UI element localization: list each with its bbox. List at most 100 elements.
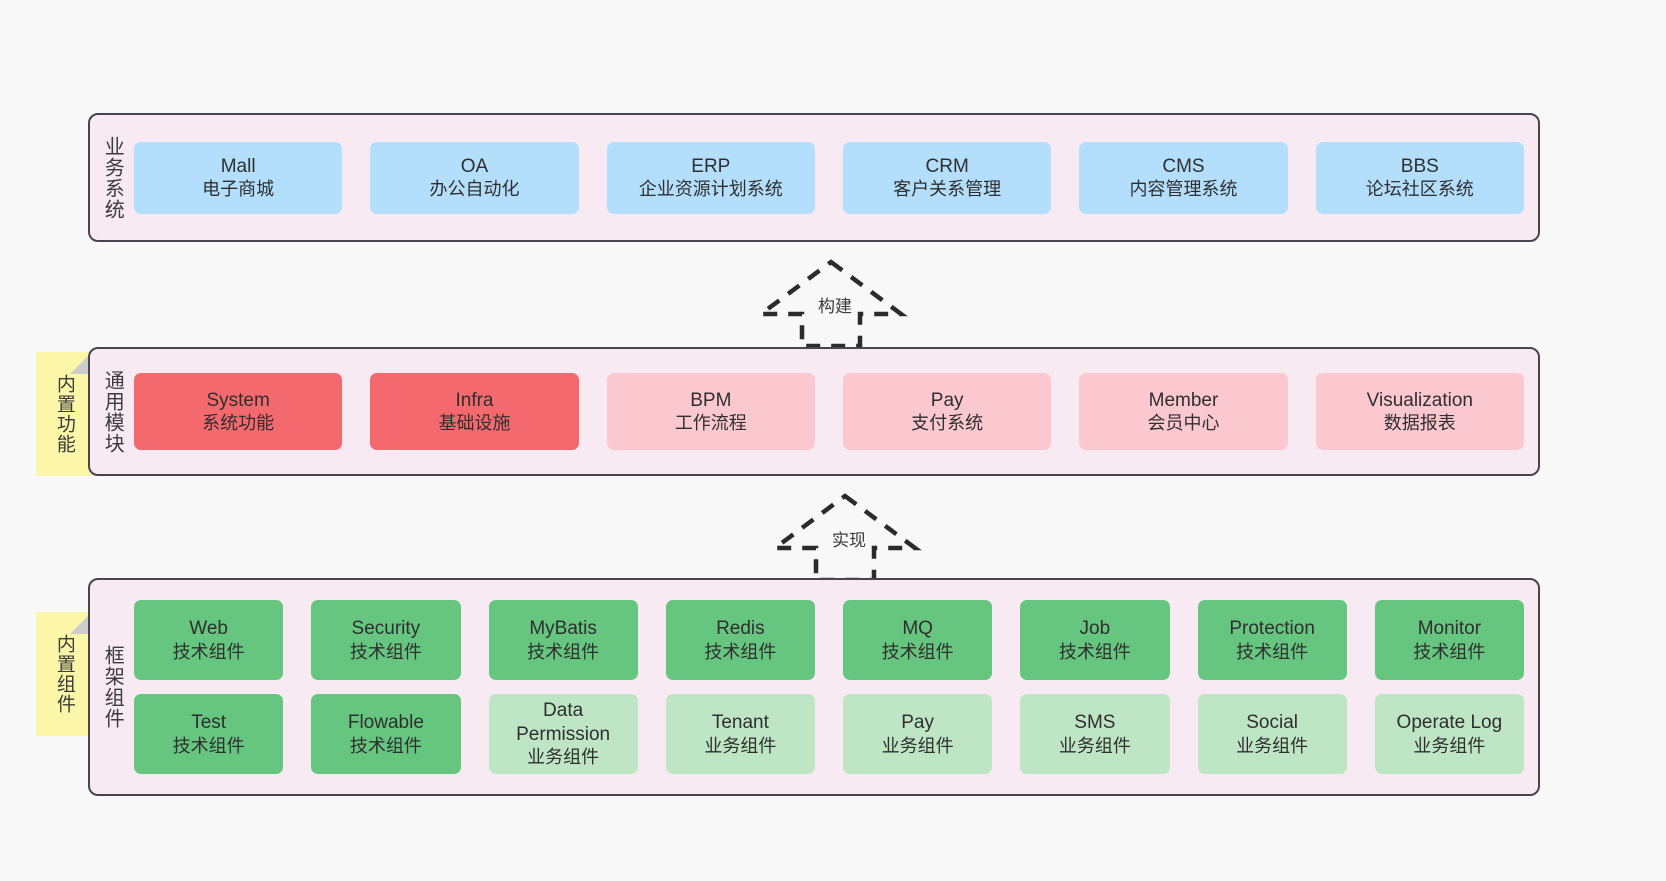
card-title: ERP	[691, 155, 731, 177]
card-subtitle: 办公自动化	[429, 179, 520, 200]
card-title: CRM	[925, 155, 969, 177]
card-security[interactable]: Security 技术组件	[311, 600, 461, 680]
card-data-permission[interactable]: Data Permission 业务组件	[488, 694, 638, 774]
card-title: BPM	[690, 389, 732, 411]
card-erp[interactable]: ERP 企业资源计划系统	[606, 141, 815, 214]
card-row: Mall 电子商城 OA 办公自动化 ERP 企业资源计划系统 CRM 客户关系…	[134, 141, 1524, 214]
card-subtitle: 系统功能	[202, 413, 275, 434]
note-label: 内置功能	[53, 374, 75, 454]
note-builtin-components: 内置组件	[36, 612, 92, 736]
card-title: Flowable	[347, 712, 424, 734]
connector-label-implement: 实现	[832, 531, 866, 550]
card-social[interactable]: Social 业务组件	[1197, 694, 1347, 774]
card-subtitle: 技术组件	[527, 641, 600, 662]
layer-title-business-system: 业务系统	[101, 135, 124, 220]
card-system[interactable]: System 系统功能	[134, 373, 343, 450]
card-title: Tenant	[711, 712, 769, 734]
card-oa[interactable]: OA 办公自动化	[370, 141, 579, 214]
card-cms[interactable]: CMS 内容管理系统	[1079, 141, 1288, 214]
card-mq[interactable]: MQ 技术组件	[843, 600, 993, 680]
card-title: BBS	[1400, 155, 1439, 177]
card-pay[interactable]: Pay 支付系统	[842, 373, 1052, 450]
layer-body-common-module: System 系统功能 Infra 基础设施 BPM 工作流程 Pay 支付系统…	[134, 349, 1538, 474]
card-subtitle: 会员中心	[1147, 413, 1220, 434]
card-infra[interactable]: Infra 基础设施	[370, 373, 579, 450]
connector-label-build: 构建	[818, 297, 852, 316]
card-subtitle: 技术组件	[704, 641, 777, 662]
card-title: Data Permission	[516, 700, 611, 745]
card-pay-business[interactable]: Pay 业务组件	[843, 694, 993, 774]
layer-common-module[interactable]: 通用模块 System 系统功能 Infra 基础设施 BPM 工作流程 Pay…	[88, 347, 1540, 476]
card-crm[interactable]: CRM 客户关系管理	[842, 141, 1052, 214]
card-subtitle: 内容管理系统	[1129, 179, 1238, 200]
card-subtitle: 技术组件	[172, 641, 245, 662]
card-tenant[interactable]: Tenant 业务组件	[665, 694, 815, 774]
card-subtitle: 业务组件	[1413, 735, 1486, 756]
card-subtitle: 技术组件	[1413, 641, 1486, 662]
card-web[interactable]: Web 技术组件	[134, 600, 284, 680]
note-label: 内置组件	[53, 634, 75, 714]
card-subtitle: 业务组件	[1236, 735, 1309, 756]
card-subtitle: 技术组件	[349, 641, 422, 662]
card-title: MQ	[902, 618, 933, 640]
card-subtitle: 业务组件	[527, 747, 600, 768]
card-title: Web	[189, 618, 228, 640]
layer-body-framework-component: Web 技术组件 Security 技术组件 MyBatis 技术组件 Redi…	[134, 580, 1538, 794]
card-mybatis[interactable]: MyBatis 技术组件	[488, 600, 638, 680]
card-subtitle: 数据报表	[1383, 413, 1456, 434]
card-test[interactable]: Test 技术组件	[134, 694, 284, 774]
card-title: System	[206, 389, 270, 411]
card-protection[interactable]: Protection 技术组件	[1197, 600, 1347, 680]
card-redis[interactable]: Redis 技术组件	[665, 600, 815, 680]
card-subtitle: 技术组件	[1058, 641, 1131, 662]
layer-framework-component[interactable]: 框架组件 Web 技术组件 Security 技术组件 MyBatis 技术组件…	[88, 578, 1540, 796]
card-subtitle: 支付系统	[911, 413, 984, 434]
connector-build: 构建	[754, 258, 908, 349]
card-operate-log[interactable]: Operate Log 业务组件	[1374, 694, 1524, 774]
card-subtitle: 技术组件	[881, 641, 954, 662]
card-title: Social	[1246, 712, 1298, 734]
card-title: Pay	[901, 712, 934, 734]
card-subtitle: 电子商城	[202, 179, 275, 200]
card-title: SMS	[1074, 712, 1116, 734]
card-subtitle: 业务组件	[704, 735, 777, 756]
card-title: Visualization	[1366, 389, 1473, 411]
card-subtitle: 论坛社区系统	[1365, 179, 1474, 200]
card-bbs[interactable]: BBS 论坛社区系统	[1315, 141, 1524, 214]
card-title: Security	[351, 618, 421, 640]
generalization-arrow-shape	[754, 259, 908, 349]
card-job[interactable]: Job 技术组件	[1020, 600, 1170, 680]
card-mall[interactable]: Mall 电子商城	[134, 141, 343, 214]
note-builtin-features: 内置功能	[36, 352, 92, 476]
connector-implement: 实现	[768, 492, 922, 583]
card-subtitle: 客户关系管理	[893, 179, 1002, 200]
layer-business-system[interactable]: 业务系统 Mall 电子商城 OA 办公自动化 ERP 企业资源计划系统 CRM…	[88, 113, 1540, 242]
card-title: Mall	[220, 155, 256, 177]
card-monitor[interactable]: Monitor 技术组件	[1374, 600, 1524, 680]
card-visualization[interactable]: Visualization 数据报表	[1315, 373, 1524, 450]
card-row: Test 技术组件 Flowable 技术组件 Data Permission …	[134, 694, 1524, 774]
card-subtitle: 业务组件	[1058, 735, 1131, 756]
layer-title-common-module: 通用模块	[101, 369, 124, 454]
card-title: Pay	[930, 389, 964, 411]
layer-title-framework-component: 框架组件	[101, 645, 124, 729]
card-sms[interactable]: SMS 业务组件	[1020, 694, 1170, 774]
card-subtitle: 技术组件	[1236, 641, 1309, 662]
card-title: Operate Log	[1396, 712, 1503, 734]
card-member[interactable]: Member 会员中心	[1079, 373, 1288, 450]
card-title: Job	[1079, 618, 1111, 640]
card-subtitle: 技术组件	[349, 735, 422, 756]
card-subtitle: 企业资源计划系统	[638, 179, 783, 200]
card-bpm[interactable]: BPM 工作流程	[606, 373, 815, 450]
generalization-arrow-shape	[768, 493, 922, 583]
card-title: Infra	[455, 389, 494, 411]
card-title: CMS	[1162, 155, 1205, 177]
card-subtitle: 业务组件	[881, 735, 954, 756]
card-row: Web 技术组件 Security 技术组件 MyBatis 技术组件 Redi…	[134, 600, 1524, 680]
card-subtitle: 技术组件	[172, 735, 245, 756]
card-title: Monitor	[1417, 618, 1482, 640]
card-flowable[interactable]: Flowable 技术组件	[311, 694, 461, 774]
card-subtitle: 基础设施	[438, 413, 511, 434]
card-title: Test	[191, 712, 227, 734]
